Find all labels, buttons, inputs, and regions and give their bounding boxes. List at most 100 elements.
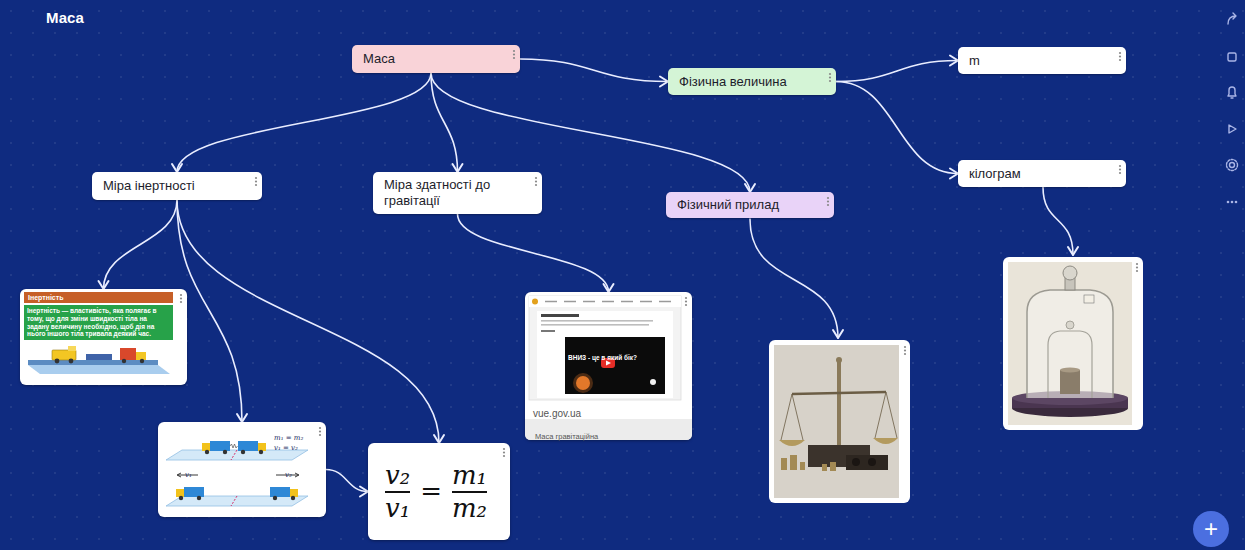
- label-wrap: v₂: [285, 463, 292, 481]
- menu-dot: [1119, 59, 1121, 61]
- menu-dot: [685, 297, 687, 299]
- web-screenshot-part-part: [650, 379, 656, 385]
- menu-dot: [1119, 172, 1121, 174]
- add-button: [1193, 511, 1229, 547]
- menu-dot: [829, 73, 831, 75]
- carts-illustration-part-part: [230, 444, 238, 448]
- menu-dot: [503, 451, 505, 453]
- menu-dot: [319, 430, 321, 432]
- balance-photo-card-part: [792, 394, 803, 440]
- arrow-head: [99, 281, 109, 289]
- menu-dot: [180, 301, 182, 303]
- carts-illustration-part-part: [258, 443, 266, 451]
- carts-illustration-part-part: [295, 473, 299, 477]
- carts-illustration-part-part: [197, 496, 201, 500]
- connector: [458, 214, 614, 292]
- annotation-label: ВНИЗ - це в який бік?: [568, 354, 637, 361]
- connector: [177, 200, 247, 422]
- inertia-illustration-part-part: [140, 359, 144, 363]
- arrow-head: [950, 56, 958, 66]
- carts-illustration-part-part: [177, 473, 181, 477]
- toolbar-icons-part: [1227, 160, 1238, 171]
- concept-box: Фізична величина: [668, 68, 836, 95]
- carts-illustration-part-part: [210, 441, 230, 451]
- card-menu-dots-part: [1136, 266, 1138, 268]
- connector: [326, 470, 368, 497]
- box-label: кілограм: [969, 166, 1104, 182]
- fraction-bar: [385, 491, 410, 493]
- balance-photo-card-part: [873, 438, 898, 444]
- formula-symbol: v₂: [385, 461, 410, 490]
- annotation-label: v₂: [285, 471, 292, 479]
- carts-illustration-part-part: [202, 443, 210, 451]
- toolbar-icons-part: [1231, 97, 1233, 98]
- balance-photo-card-part: [875, 392, 886, 438]
- carts-illustration-part-part: [259, 450, 263, 454]
- carts-illustration-part-part: [231, 496, 237, 506]
- arrow-head: [360, 487, 368, 497]
- menu-dot: [829, 80, 831, 82]
- web-screenshot-part-part: [529, 296, 681, 307]
- web-screenshot-part-part: [576, 376, 590, 390]
- carts-card: m₁ = m₂ v₁ = v₂: [158, 422, 326, 517]
- kilogram-photo-card-part: [1066, 321, 1074, 329]
- menu-dot: [827, 204, 829, 206]
- balance-photo-card-part: [846, 455, 888, 470]
- kilogram-photo-card: [1003, 257, 1143, 430]
- inertia-illustration-part-part: [55, 359, 60, 364]
- kilogram-photo-card-part: [1084, 295, 1094, 303]
- web-link-card: vue.gov.uaМаса гравітаційна: [525, 292, 692, 440]
- connector: [172, 73, 431, 172]
- menu-dots: [825, 196, 831, 208]
- layout-arrow-part: [1068, 247, 1078, 255]
- carts-illustration-part-part: [205, 450, 209, 454]
- balance-photo-card-part: [781, 458, 787, 470]
- formula-note: m₁ = m₂: [274, 434, 303, 442]
- menu-dot: [685, 304, 687, 306]
- carts-illustration-part-part: [231, 450, 237, 460]
- arrow-head: [745, 184, 755, 192]
- kilogram-photo-card-part: [1060, 370, 1080, 394]
- inertia-illustration-part-part: [52, 350, 76, 360]
- card-menu-dots: [1136, 263, 1138, 272]
- kilogram-photo-card-part: [1008, 262, 1132, 425]
- menu-dots: [501, 447, 507, 459]
- label-wrap: +: [1193, 511, 1229, 547]
- menu-dot: [827, 197, 829, 199]
- title-wrap: Маса: [46, 9, 84, 27]
- carts-illustration-part-part: [166, 496, 308, 506]
- web-screenshot-part-part: [573, 373, 593, 393]
- web-screenshot-part-part: [532, 299, 538, 305]
- connector-line: [836, 61, 958, 82]
- menu-dot: [535, 177, 537, 179]
- connector: [99, 200, 178, 289]
- balance-photo-card-part: [781, 394, 792, 440]
- formula-note: v₁ = v₂: [274, 444, 298, 452]
- connector: [431, 73, 463, 172]
- carts-illustration-part-part: [291, 496, 295, 500]
- balance-photo-card-part: [774, 345, 899, 498]
- box-label: Міра здатності до гравітації: [384, 177, 520, 209]
- toolbar-icons-part: [1228, 53, 1236, 61]
- web-screenshot-part-part: [525, 419, 692, 440]
- link-title-wrap: Маса гравітаційна: [535, 425, 598, 443]
- menu-dots: [827, 72, 833, 84]
- label-wrap: ВНИЗ - це в який бік?: [568, 346, 637, 364]
- fraction: m₁m₂: [452, 461, 487, 523]
- arrow-head: [172, 164, 182, 172]
- connector: [836, 82, 958, 179]
- web-screenshot-part-part: [529, 296, 681, 400]
- web-screenshot-part-part: [541, 330, 555, 332]
- concept-box: кілограм: [958, 160, 1126, 187]
- connector: [836, 56, 958, 82]
- menu-dot: [255, 177, 257, 179]
- menu-dots: [683, 296, 689, 308]
- annotation-label: v₁: [185, 471, 192, 479]
- layout-arrow-part: [833, 330, 843, 338]
- menu-dot: [827, 200, 829, 202]
- connector-line: [520, 59, 668, 82]
- menu-dot: [1119, 168, 1121, 170]
- menu-dots: [253, 176, 259, 188]
- carts-illustration-part-part: [223, 450, 227, 454]
- toolbar-more-part: [1227, 201, 1230, 204]
